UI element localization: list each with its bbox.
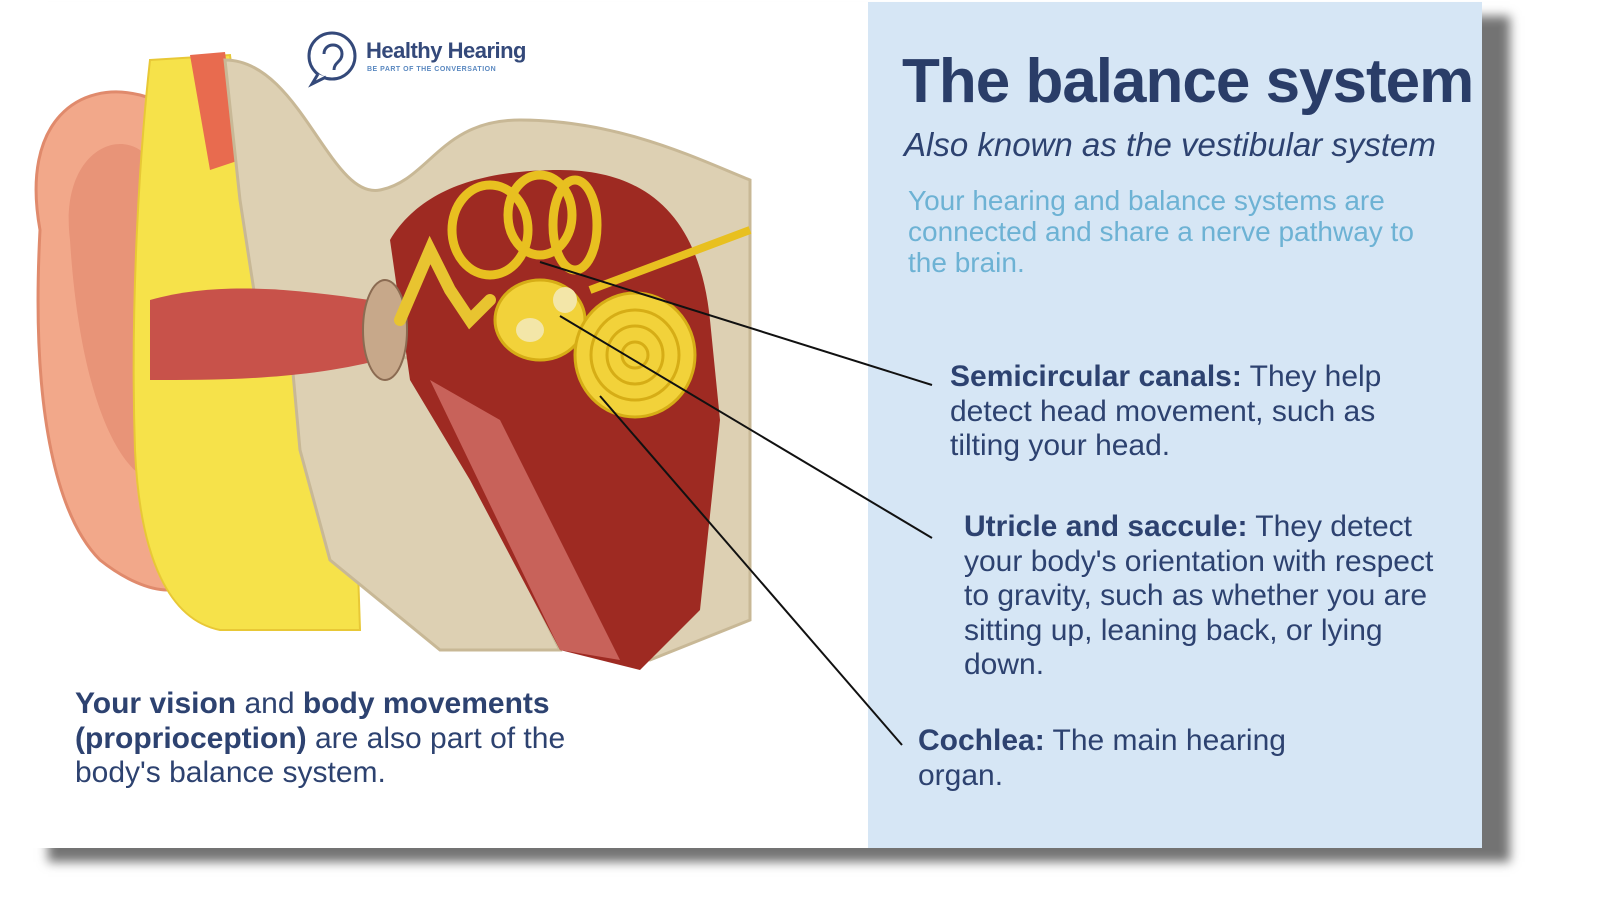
logo-ear-icon <box>307 31 357 88</box>
eardrum <box>362 279 408 381</box>
vision-mid: and <box>236 687 303 720</box>
vision-rest: are also part of the body's balance syst… <box>75 721 566 790</box>
semicircular-canals <box>447 170 602 280</box>
label-semicircular-canals: Semicircular canals: They help detect he… <box>950 360 1400 464</box>
label-cochlea: Cochlea: The main hearing organ. <box>918 724 1338 793</box>
body-movements-bold: body movements (proprioception) <box>75 687 550 755</box>
description: The main hearing organ. <box>918 724 1286 792</box>
info-panel <box>868 2 1482 848</box>
intro-text: Your hearing and balance systems are con… <box>908 185 1414 278</box>
leader-line-utricle <box>559 315 933 539</box>
term: Utricle and saccule: <box>964 510 1248 543</box>
term: Semicircular canals: <box>950 360 1242 393</box>
description: They detect your body's orientation with… <box>964 510 1434 681</box>
subtitle: Also known as the vestibular system <box>904 126 1436 163</box>
term: Cochlea: <box>918 724 1045 757</box>
ear-canal <box>150 288 380 380</box>
leader-line-semicircular <box>539 261 933 386</box>
page-title: The balance system <box>902 47 1474 116</box>
description: They help detect head movement, such as … <box>950 360 1382 462</box>
cochlea <box>573 291 697 419</box>
logo-name: Healthy Hearing <box>366 38 527 63</box>
vision-bold: Your vision <box>75 687 237 720</box>
label-utricle-saccule: Utricle and saccule: They detect your bo… <box>964 510 1434 683</box>
logo-tagline: BE PART OF THE CONVERSATION <box>367 66 497 73</box>
vision-note: Your vision and body movements (proprioc… <box>75 687 635 791</box>
leader-line-cochlea <box>599 395 903 746</box>
